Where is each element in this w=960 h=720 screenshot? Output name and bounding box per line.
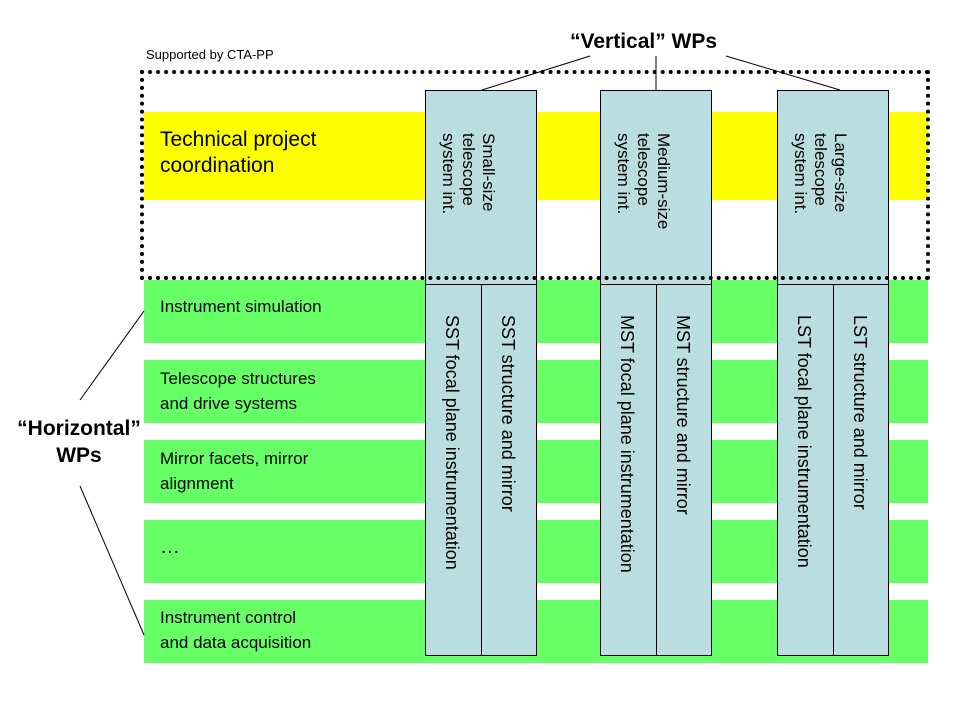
- large-system-integration-box: Large-size telescope system int.: [777, 90, 889, 285]
- mst-focal-plane-box: MST focal plane instrumentation: [600, 284, 657, 656]
- mst-structure-box: MST structure and mirror: [656, 284, 712, 656]
- lst-focal-plane-box: LST focal plane instrumentation: [777, 284, 834, 656]
- mirror-facets-label: Mirror facets, mirror alignment: [160, 449, 309, 493]
- medium-system-integration-label: Medium-size telescope system int.: [614, 133, 673, 230]
- mst-focal-plane-label: MST focal plane instrumentation: [617, 315, 637, 573]
- large-system-integration-label: Large-size telescope system int.: [791, 133, 850, 215]
- mst-structure-label: MST structure and mirror: [673, 315, 693, 515]
- lst-structure-label: LST structure and mirror: [850, 315, 870, 510]
- horizontal-wps-title-line1: “Horizontal”: [17, 417, 141, 440]
- sst-structure-label: SST structure and mirror: [498, 315, 518, 512]
- horizontal-connector-top: [79, 310, 145, 401]
- small-system-integration-label: Small-size telescope system int.: [439, 133, 498, 215]
- small-system-integration-box: Small-size telescope system int.: [425, 90, 537, 285]
- sst-focal-plane-box: SST focal plane instrumentation: [425, 284, 482, 656]
- horizontal-wps-title: “Horizontal” WPs: [6, 415, 152, 469]
- horizontal-connector-bottom: [79, 485, 145, 636]
- lst-structure-box: LST structure and mirror: [833, 284, 889, 656]
- ellipsis-label: …: [160, 536, 183, 558]
- horizontal-wps-title-line2: WPs: [56, 444, 102, 467]
- instrument-control-label: Instrument control and data acquisition: [160, 608, 312, 652]
- vertical-wps-title: “Vertical” WPs: [570, 30, 718, 53]
- telescope-structures-label: Telescope structures and drive systems: [160, 369, 316, 413]
- cta-pp-dotted-frame: [140, 70, 930, 280]
- sst-structure-box: SST structure and mirror: [481, 284, 537, 656]
- sst-focal-plane-label: SST focal plane instrumentation: [442, 315, 462, 570]
- supported-by-note: Supported by CTA-PP: [146, 47, 274, 62]
- technical-coordination-label: Technical project coordination: [160, 128, 317, 177]
- instrument-simulation-label: Instrument simulation: [160, 297, 322, 316]
- lst-focal-plane-label: LST focal plane instrumentation: [794, 315, 814, 568]
